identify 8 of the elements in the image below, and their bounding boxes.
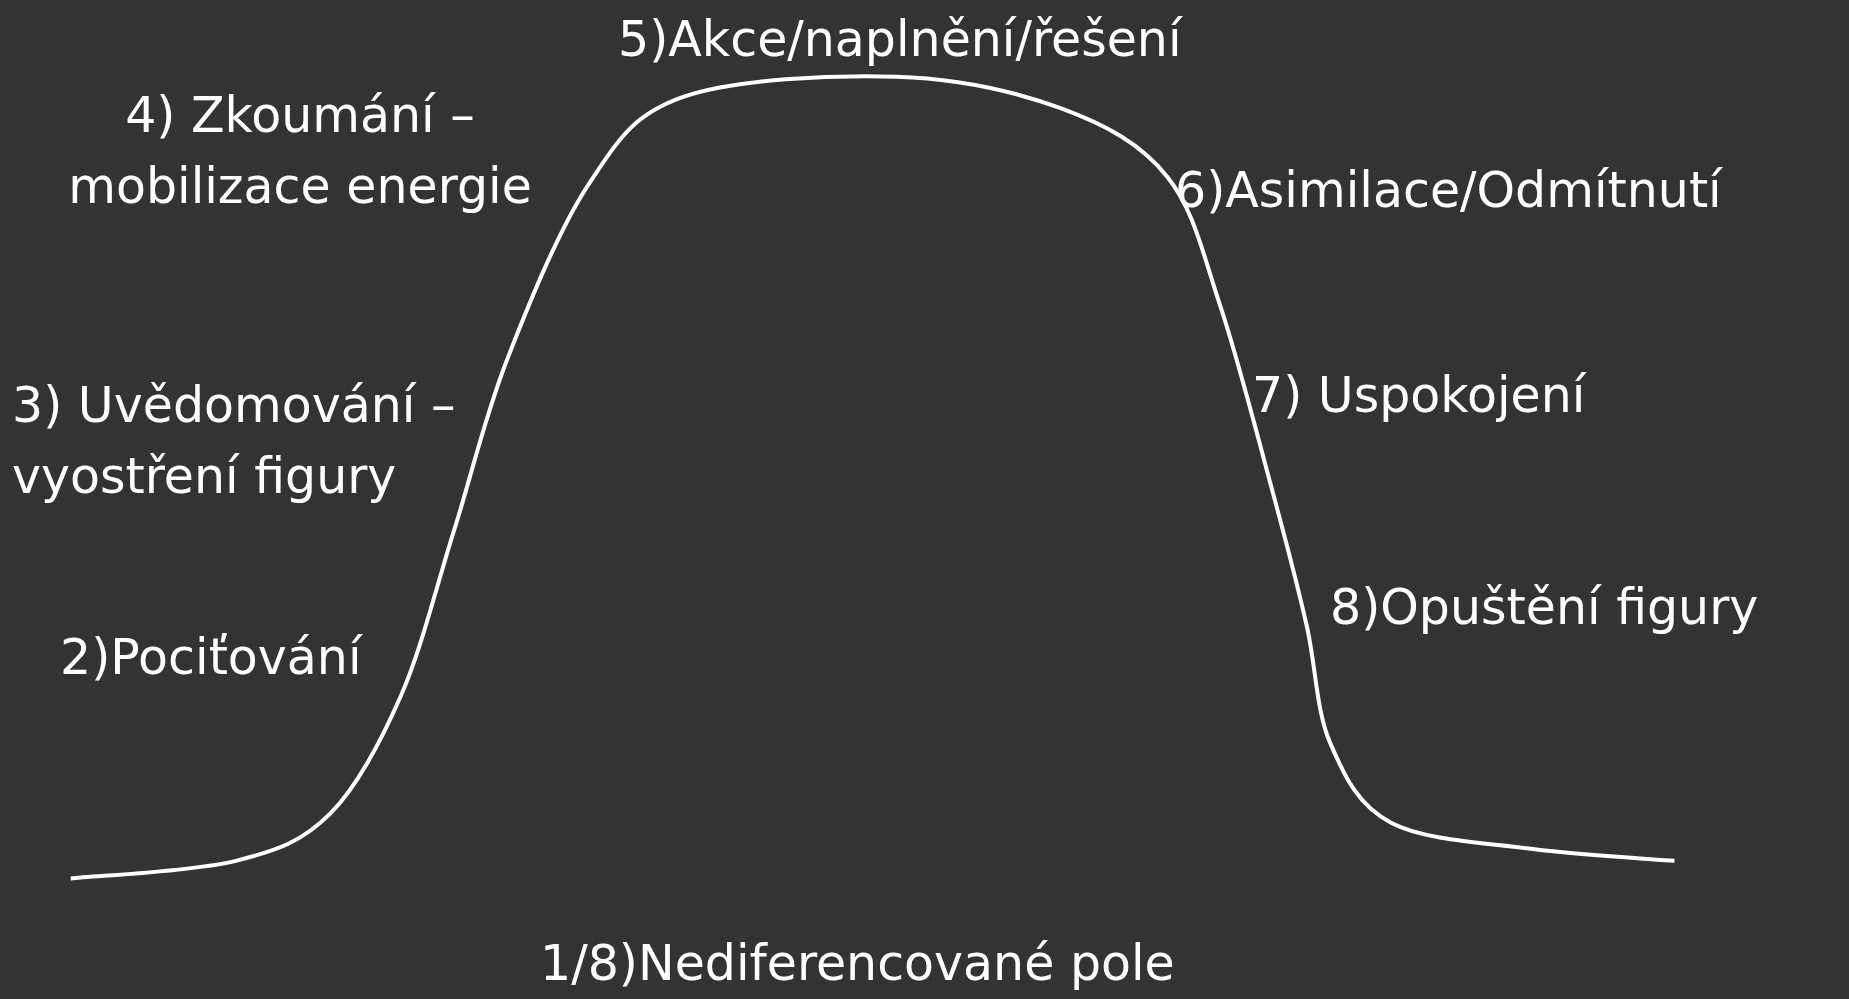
stage-label: 7) Uspokojení (1252, 366, 1586, 426)
stage-label: 3) Uvědomování – vyostření figury (12, 376, 457, 508)
stage-label: 4) Zkoumání – mobilizace energie (67, 86, 533, 218)
stage-label: 1/8)Nediferencované pole (540, 934, 1175, 994)
stage-label: 5)Akce/naplnění/řešení (618, 10, 1182, 70)
stage-label: 6)Asimilace/Odmítnutí (1175, 161, 1722, 221)
stage-label: 8)Opuštění figury (1330, 578, 1759, 638)
stage-label: 2)Pociťování (60, 628, 362, 688)
